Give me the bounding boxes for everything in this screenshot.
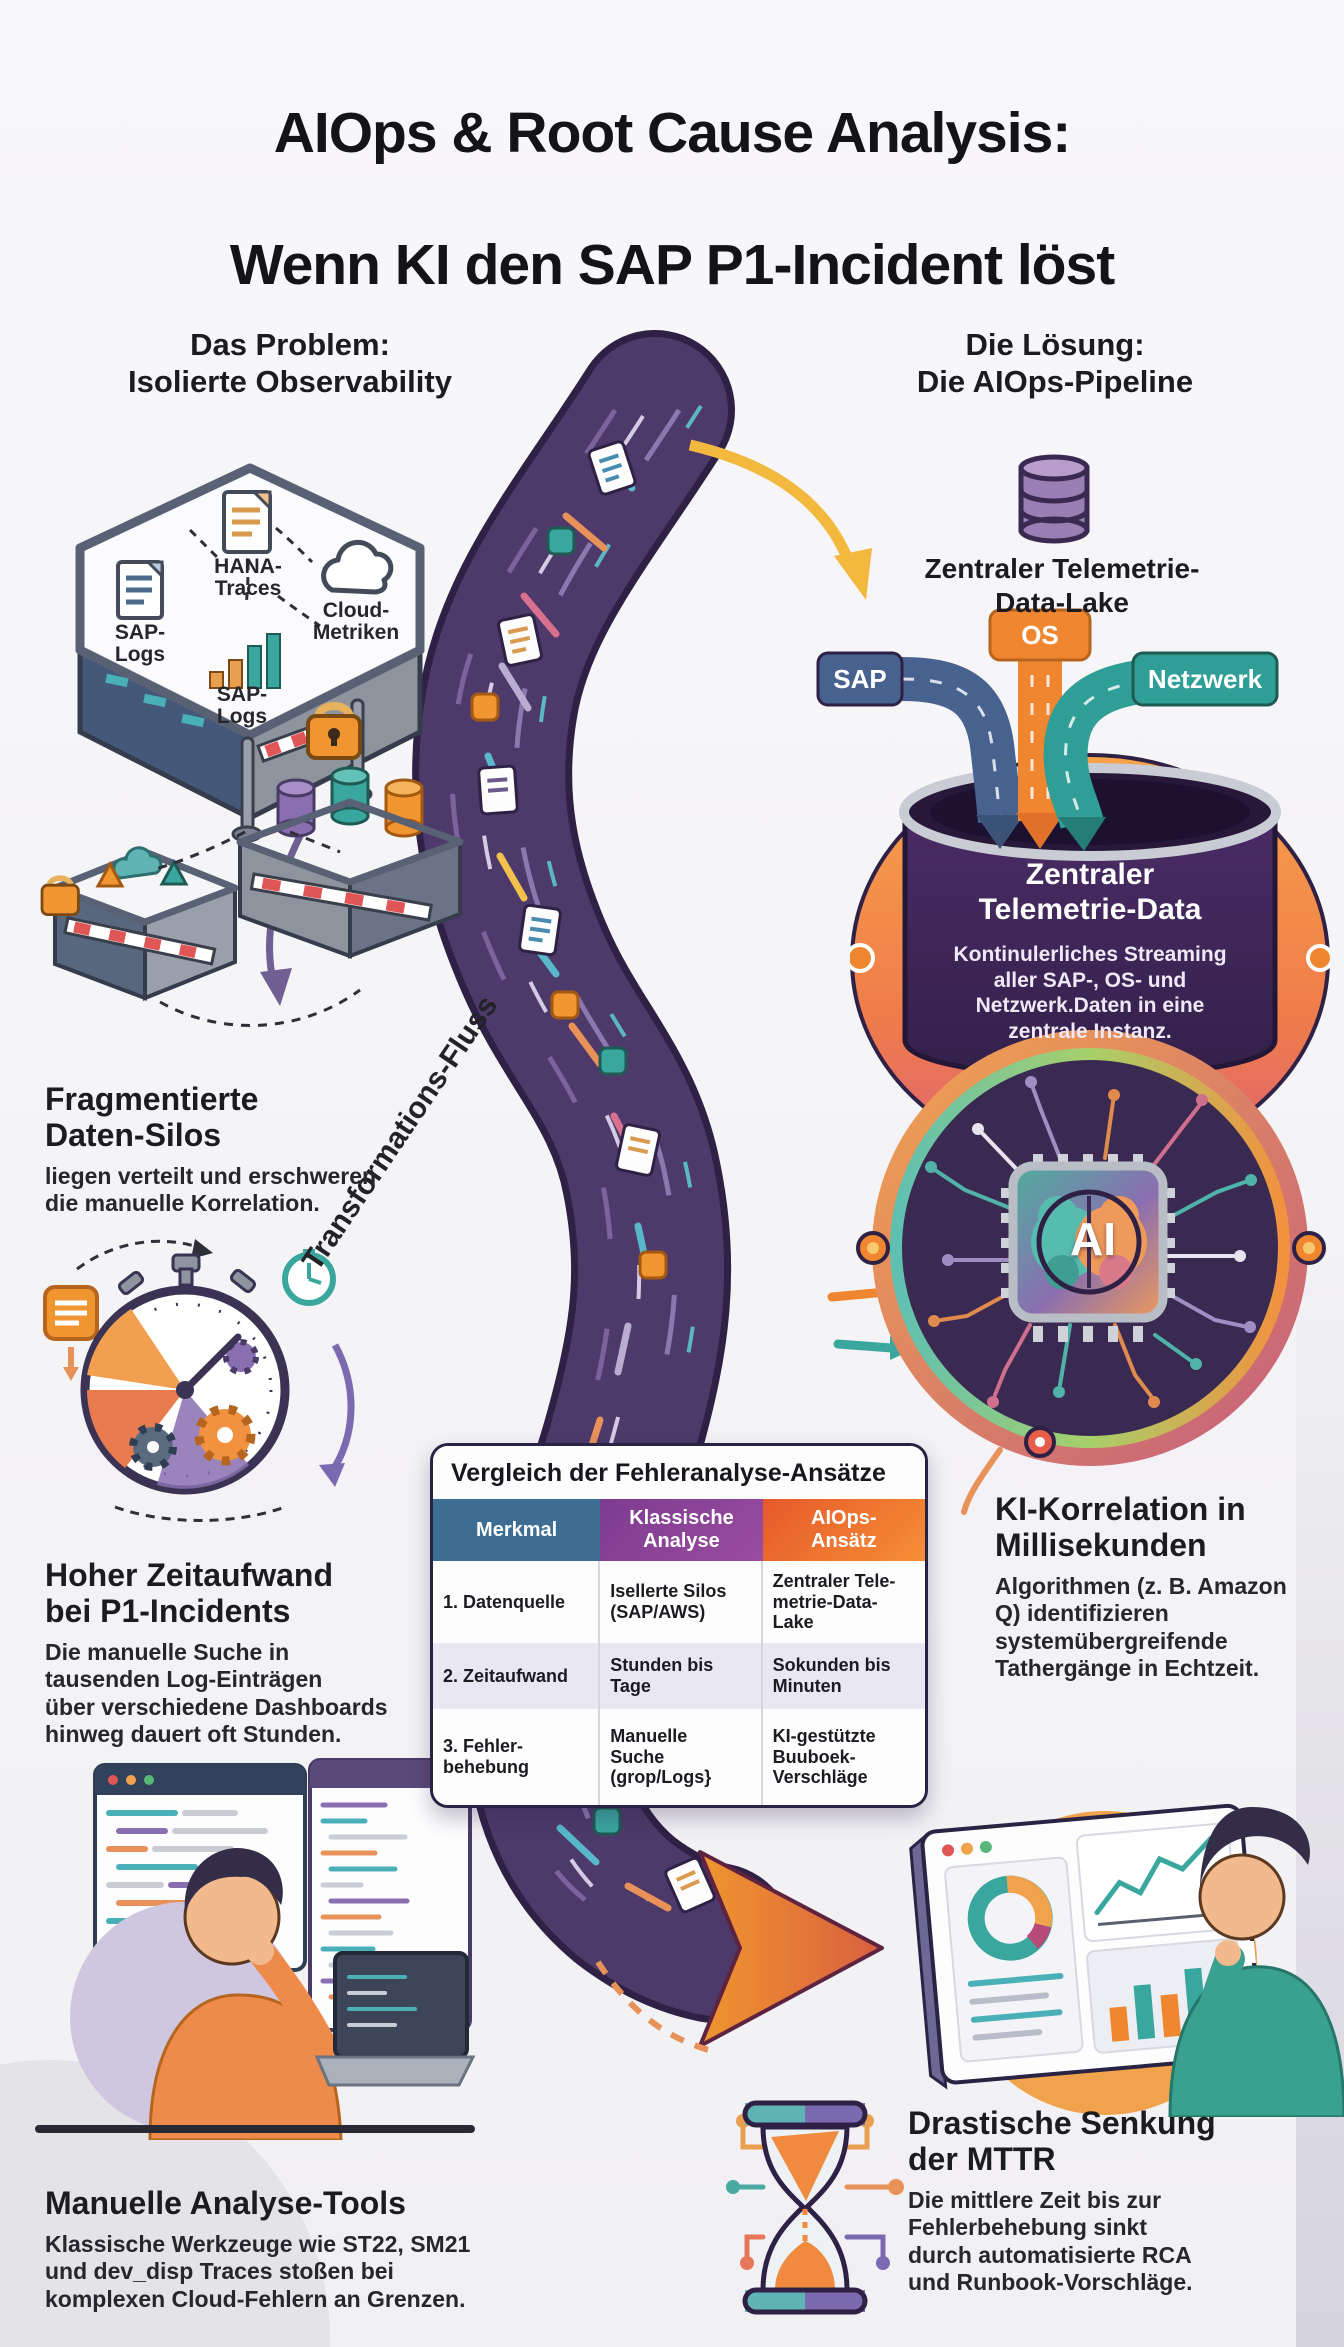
table-header-klassische: Klassische Analyse [600, 1499, 763, 1561]
database-icon [1018, 454, 1090, 544]
brain-icon [1031, 1189, 1147, 1295]
comparison-table-title: Vergleich der Fehleranalyse-Ansätze [433, 1446, 925, 1499]
source-pipes-illustration [816, 608, 1279, 851]
comparison-table: Vergleich der Fehleranalyse-Ansätze Merk… [430, 1443, 928, 1809]
sap-logs-doc-icon [116, 560, 164, 620]
padlock-icon [306, 702, 362, 760]
ai-chip-label: AI [1070, 1213, 1116, 1265]
page-title-line2: Wenn KI den SAP P1-Incident löst [229, 233, 1115, 298]
doc-list-icon [43, 1285, 99, 1381]
silo-label-sap-logs-2: SAP-Logs [216, 683, 268, 729]
page-title-line1: AIOps & Root Cause Analysis: [273, 101, 1072, 166]
problem-column-heading: Das Problem: Isolierte Observability [128, 327, 452, 400]
dashed-arc-bottom [595, 1960, 717, 2055]
donut-chart [967, 1875, 1053, 1961]
table-header-aiops: AIOps- Ansätz [762, 1499, 925, 1561]
pipe-box-sap [816, 651, 904, 707]
manual-tools-body: Klassische Werkzeuge wie ST22, SM21 und … [45, 2230, 471, 2313]
stopwatch-body [80, 1253, 290, 1495]
funnel-heading: Zentraler Telemetrie-Data [978, 858, 1202, 926]
silo-label-sap-logs: SAP-Logs [114, 621, 166, 667]
pipe-label-netzwerk: Netzwerk [1147, 664, 1263, 694]
data-lake-label: Zentraler Telemetrie- Data-Lake [924, 553, 1200, 618]
table-cell: Isellerte Silos (SAP/AWS) [600, 1561, 763, 1644]
time-cost-heading: Hoher Zeitaufwand bei P1-Incidents [45, 1557, 334, 1629]
pipe-label-os: OS [1021, 620, 1059, 650]
ki-correlation-section: KI-Korrelation in Millisekunden Algorith… [995, 1491, 1344, 1683]
ai-circuit-illustration [856, 1030, 1326, 1466]
table-cell: Manuelle Suche (grop/Logs} [600, 1709, 763, 1806]
ki-correlation-body: Algorithmen (z. B. Amazon Q) identifizie… [995, 1572, 1287, 1682]
silo-label-hana-traces: HANA- Traces [214, 555, 282, 601]
laptop-icon [314, 1951, 475, 2087]
fragmented-silos-body: liegen verteilt und erschweren die manue… [45, 1162, 377, 1217]
table-cell: Sokunden bis Minuten [762, 1643, 925, 1710]
analyst-illustration [35, 1758, 475, 2140]
cloud-metriken-icon [321, 539, 394, 595]
gear-icon-3 [223, 1339, 259, 1375]
table-cell: Zentraler Tele- metrie-Data-Lake [762, 1561, 925, 1644]
manual-tools-heading: Manuelle Analyse-Tools [45, 2185, 406, 2221]
data-silos-illustration [40, 463, 464, 1027]
table-cell: 2. Zeitaufwand [433, 1643, 601, 1710]
mttr-heading: Drastische Senkung der MTTR [908, 2105, 1216, 2177]
table-cell: 3. Fehler- behebung [433, 1709, 601, 1806]
funnel-body: Kontinulerliches Streaming aller SAP-, O… [953, 943, 1227, 1043]
observer-person [1168, 1807, 1344, 2117]
desk-line [35, 2125, 475, 2133]
pipe-box-netzwerk [1131, 651, 1279, 707]
clock-icon [282, 1249, 336, 1306]
line-chart [1094, 1835, 1214, 1916]
analyst-person [148, 1847, 347, 2140]
fragmented-silos-heading: Fragmentierte Daten-Silos [45, 1081, 259, 1153]
pipe-label-sap: SAP [833, 664, 887, 694]
mttr-section: Drastische Senkung der MTTR Die mittlere… [908, 2105, 1344, 2297]
dashboard-illustration [909, 1803, 1344, 2117]
dashboard-panel [909, 1803, 1263, 2090]
hourglass-icon [742, 2100, 868, 2315]
curved-arrow-top [688, 439, 872, 600]
time-cost-section: Hoher Zeitaufwand bei P1-Incidents Die m… [45, 1557, 485, 1749]
page-title: AIOps & Root Cause Analysis: Wenn KI den… [0, 34, 1344, 365]
stopwatch-illustration [43, 1239, 355, 1522]
flow-document-icons [470, 440, 716, 1914]
pipe-box-os [988, 608, 1092, 662]
solution-column-heading: Die Lösung: Die AIOps-Pipeline [916, 327, 1194, 400]
table-header-merkmal: Merkmal [433, 1499, 601, 1561]
node-dot-right [1306, 944, 1330, 972]
table-cell: 1. Datenquelle [433, 1561, 601, 1644]
silo-box-databases [236, 766, 464, 959]
ki-correlation-heading: KI-Korrelation in Millisekunden [995, 1491, 1246, 1563]
bar-chart-icon [209, 633, 281, 689]
manual-tools-section: Manuelle Analyse-Tools Klassische Werkze… [45, 2185, 505, 2314]
time-cost-body: Die manuelle Suche in tausenden Log-Eint… [45, 1638, 388, 1748]
table-cell: KI-gestützte Buuboek- Verschläge [762, 1709, 925, 1806]
hourglass-illustration [726, 2100, 904, 2315]
circuit-connectors [726, 2114, 904, 2270]
comparison-table-grid: Merkmal Klassische Analyse AIOps- Ansätz… [433, 1499, 925, 1806]
node-dot-left [850, 943, 875, 973]
table-cell: Stunden bis Tage [600, 1643, 763, 1710]
mttr-body: Die mittlere Zeit bis zur Fehlerbehebung… [908, 2186, 1193, 2296]
hana-traces-doc-icon [222, 490, 272, 554]
ki-connector [961, 1447, 1003, 1515]
silo-box-cloud [40, 846, 239, 1001]
fragmented-silos-section: Fragmentierte Daten-Silos liegen verteil… [45, 1081, 475, 1218]
background-right-band [1296, 1200, 1344, 2347]
silo-label-cloud-metriken: Cloud- Metriken [312, 599, 400, 645]
